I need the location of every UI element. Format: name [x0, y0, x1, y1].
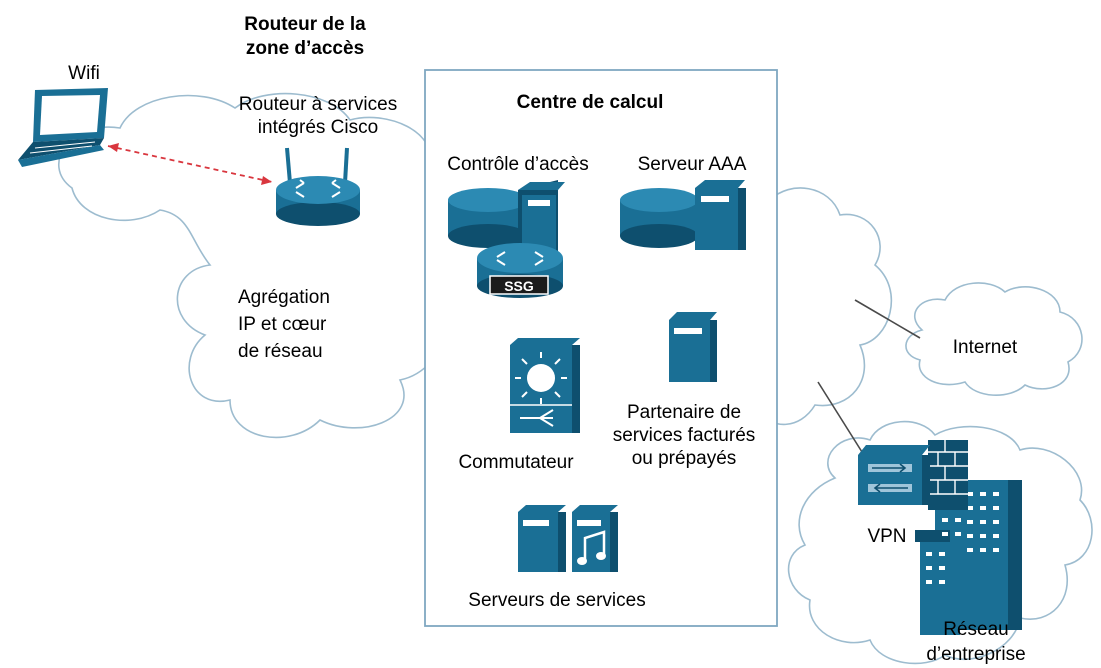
enterprise-label-line1: Réseau [943, 619, 1009, 640]
ssg-router-icon: SSG [477, 243, 563, 298]
datacenter-title: Centre de calcul [517, 92, 664, 113]
wireless-arrow-left-icon [108, 143, 119, 152]
aggregation-label-line3: de réseau [238, 341, 323, 362]
ssg-badge: SSG [504, 278, 534, 294]
isr-label-line1: Routeur à services [239, 94, 397, 115]
aggregation-label-line2: IP et cœur [238, 314, 327, 335]
access-cloud [58, 92, 467, 439]
internet-label: Internet [953, 337, 1018, 358]
wifi-label: Wifi [68, 63, 100, 84]
link-vpn [817, 381, 863, 453]
service-servers-icon [518, 505, 618, 572]
vpn-concentrator-icon [858, 445, 930, 505]
partner-label-line1: Partenaire de [627, 402, 741, 423]
wireless-link [107, 145, 273, 183]
aggregation-label-line1: Agrégation [238, 287, 330, 308]
enterprise-label-line2: d’entreprise [926, 644, 1025, 665]
internet-cloud [905, 282, 1083, 396]
service-servers-label: Serveurs de services [468, 590, 645, 611]
enterprise-buildings-icon [915, 480, 1022, 635]
vpn-label: VPN [867, 526, 906, 547]
edge-router-title-line2: zone d’accès [246, 38, 364, 59]
switch-icon [510, 338, 580, 433]
aaa-server-icon [620, 180, 746, 250]
wireless-arrow-right-icon [261, 176, 272, 185]
router-icon [276, 147, 360, 226]
firewall-icon [928, 440, 968, 510]
laptop-icon [18, 88, 108, 167]
isr-label-line2: intégrés Cisco [258, 117, 378, 138]
link-internet [854, 299, 921, 339]
aaa-server-label: Serveur AAA [638, 154, 747, 175]
access-control-icon [448, 180, 565, 262]
edge-router-title-line1: Routeur de la [244, 14, 366, 35]
access-control-label: Contrôle d’accès [447, 154, 589, 175]
core-cloud-right [759, 187, 893, 426]
partner-server-icon [669, 312, 717, 382]
partner-label-line3: ou prépayés [632, 448, 737, 469]
partner-label-line2: services facturés [613, 425, 756, 446]
switch-label: Commutateur [458, 452, 574, 473]
